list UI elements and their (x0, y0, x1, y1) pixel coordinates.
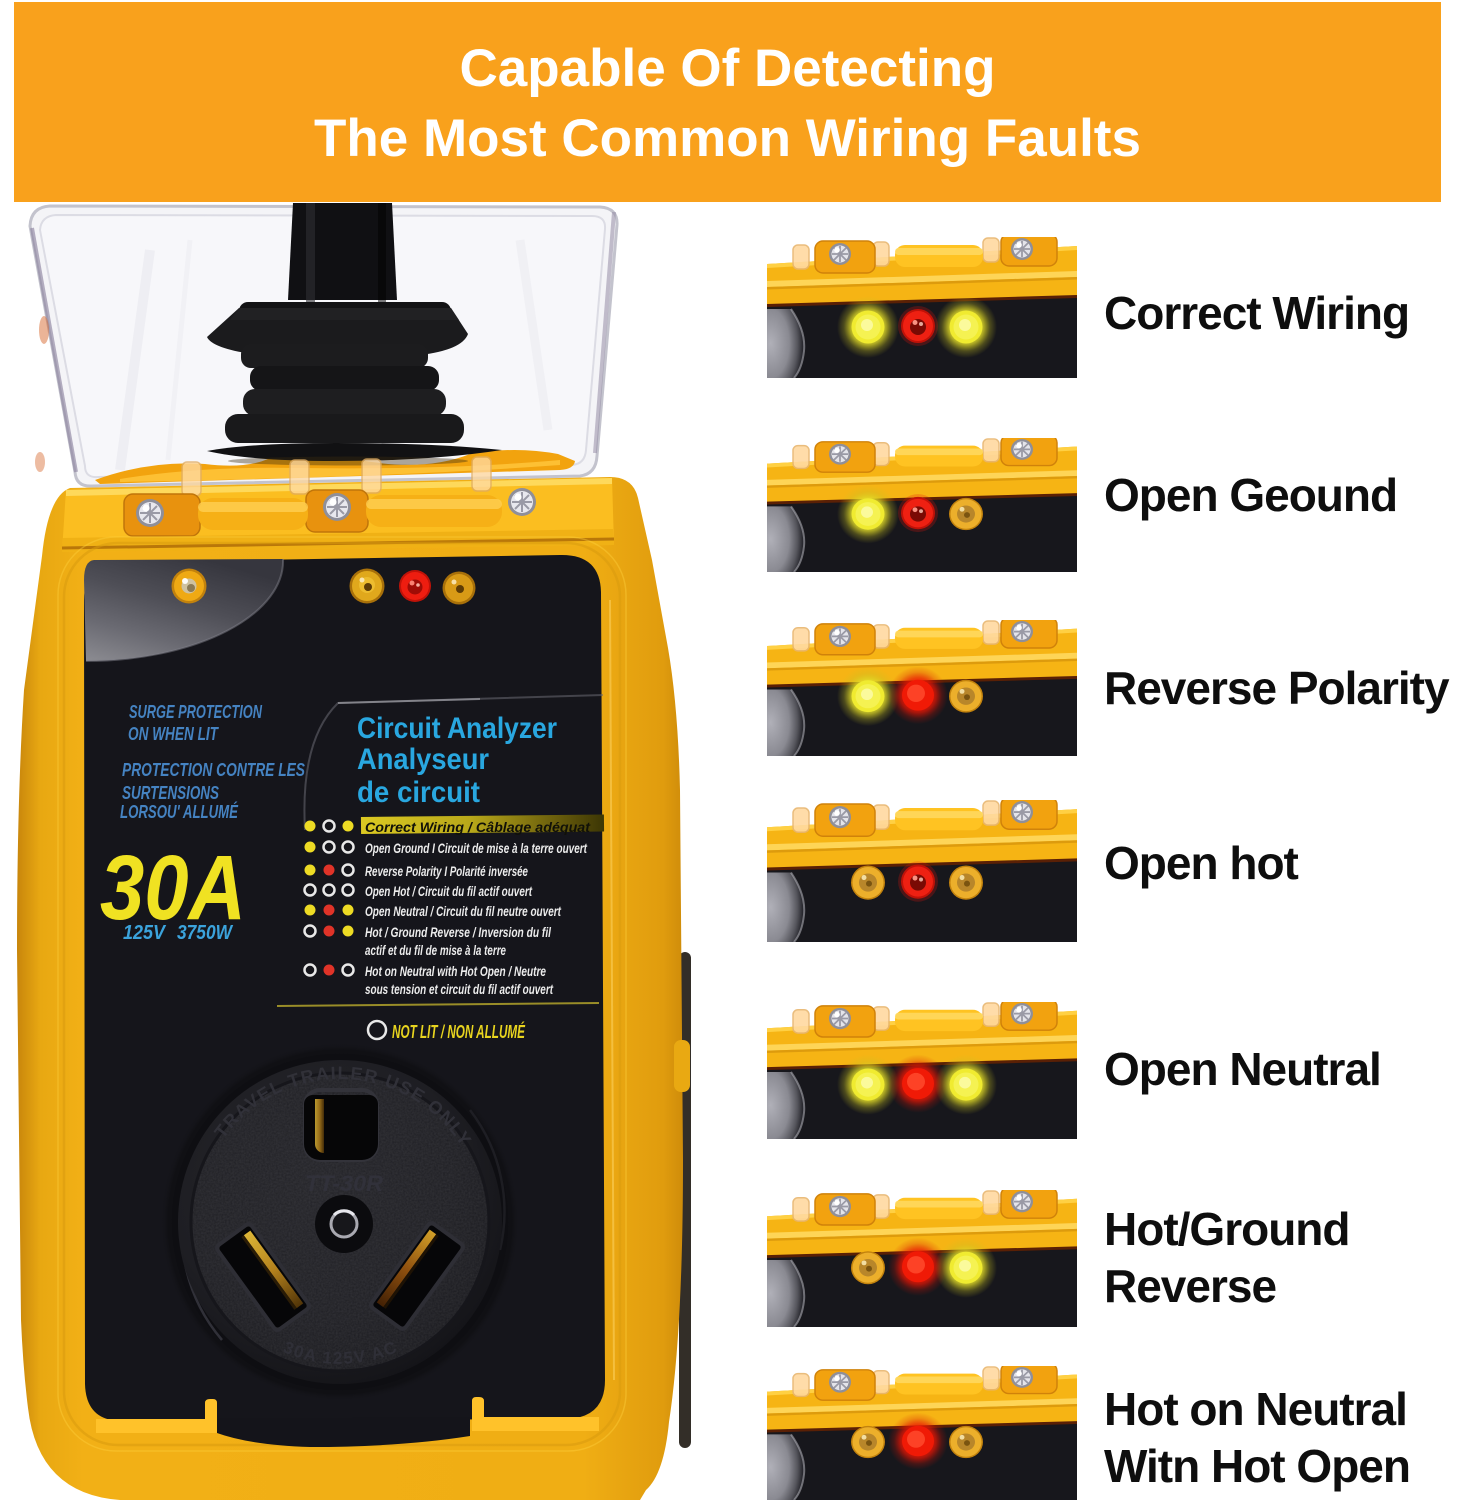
svg-text:Open Neutral / Circuit du fil: Open Neutral / Circuit du fil neutre ouv… (365, 904, 561, 919)
svg-text:NOT LIT / NON ALLUMÉ: NOT LIT / NON ALLUMÉ (392, 1021, 526, 1042)
svg-text:Hot on Neutral with Hot Open /: Hot on Neutral with Hot Open / Neutre (365, 964, 546, 979)
svg-text:125V: 125V (123, 922, 166, 944)
svg-text:ON WHEN LIT: ON WHEN LIT (128, 723, 219, 744)
svg-text:3750W: 3750W (177, 922, 234, 944)
svg-text:Hot / Ground Reverse / Inversi: Hot / Ground Reverse / Inversion du fil (365, 925, 551, 940)
svg-text:Correct Wiring / Câblage adéqu: Correct Wiring / Câblage adéquat (365, 820, 591, 835)
svg-text:Analyseur: Analyseur (357, 743, 489, 776)
svg-text:TT-30R: TT-30R (305, 1171, 383, 1196)
svg-text:30A: 30A (100, 837, 246, 939)
svg-text:de circuit: de circuit (357, 776, 480, 809)
svg-text:Reverse Polarity I Polarité in: Reverse Polarity I Polarité inversée (365, 864, 528, 879)
svg-text:SURTENSIONS: SURTENSIONS (122, 782, 219, 803)
svg-text:Open Ground I Circuit de mise: Open Ground I Circuit de mise à la terre… (365, 841, 587, 856)
svg-text:PROTECTION CONTRE LES: PROTECTION CONTRE LES (122, 759, 305, 780)
svg-text:actif et du fil de mise à la t: actif et du fil de mise à la terre (365, 943, 506, 958)
svg-text:SURGE PROTECTION: SURGE PROTECTION (129, 701, 262, 722)
svg-text:sous tension et circuit du fil: sous tension et circuit du fil actif ouv… (365, 982, 553, 997)
svg-text:Open Hot / Circuit du fil acti: Open Hot / Circuit du fil actif ouvert (365, 884, 532, 899)
svg-text:LORSOU' ALLUMÉ: LORSOU' ALLUMÉ (120, 801, 238, 822)
svg-text:Circuit Analyzer: Circuit Analyzer (357, 712, 557, 745)
